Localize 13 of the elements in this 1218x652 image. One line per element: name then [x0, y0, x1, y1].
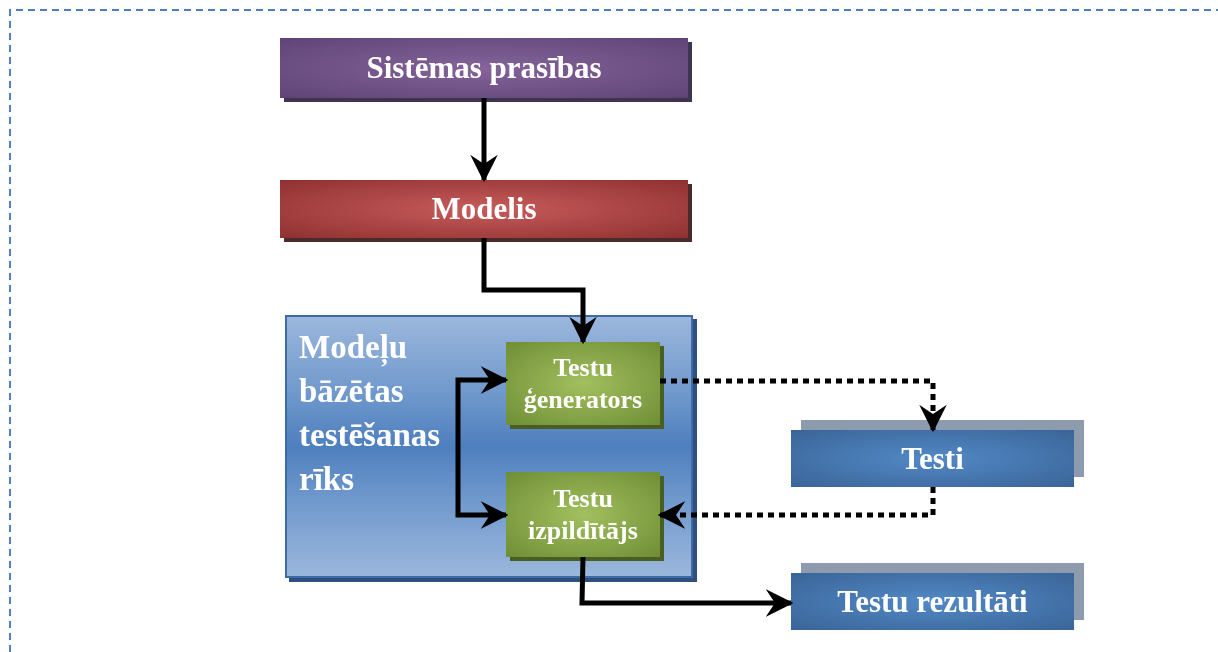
box-label: Testu rezultāti: [837, 583, 1028, 620]
box-label: Modelis: [431, 191, 537, 227]
dotted-arrow: [657, 487, 936, 529]
box-label: Testi: [901, 440, 964, 477]
box-label: Testu izpildītājs: [527, 482, 639, 547]
box-label: Testu ģenerators: [522, 351, 644, 416]
dotted-arrow: [660, 378, 947, 433]
arrow: [579, 556, 794, 617]
box-label: Modeļu bāzētas testēšanas rīks: [299, 328, 442, 499]
box-label: Sistēmas prasības: [366, 50, 602, 86]
arrow: [481, 238, 597, 345]
arrow: [455, 366, 509, 529]
arrow: [470, 98, 498, 183]
